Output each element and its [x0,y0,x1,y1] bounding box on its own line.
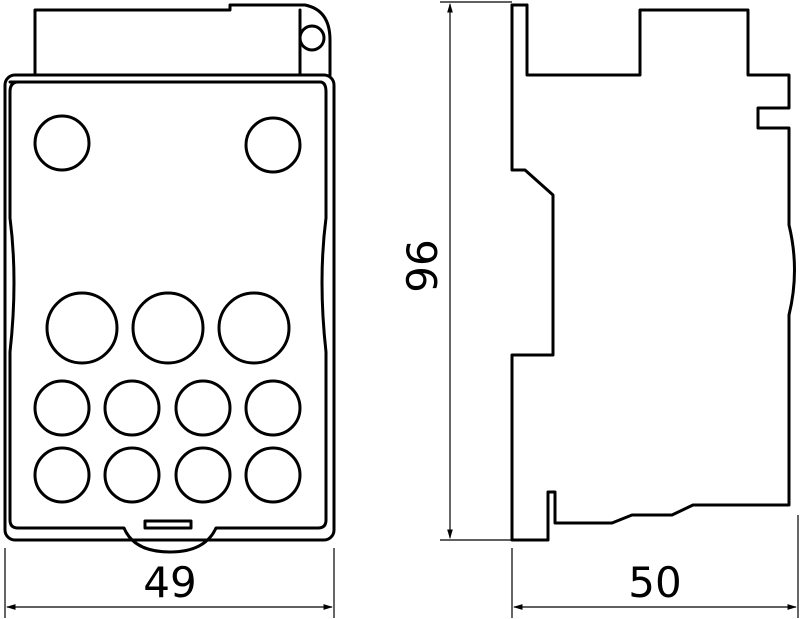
terminal-hole-large [217,291,291,365]
side-profile [510,3,796,542]
depth-label: 50 [628,558,681,607]
width-label: 49 [143,558,196,607]
release-slot [143,519,193,530]
terminal-hole-small [33,446,91,504]
depth-dimension: 50 [511,515,799,618]
terminal-hole-large [131,291,205,365]
terminal-hole-small [103,446,161,504]
mounting-hole-right [244,116,302,174]
outer-body [3,73,336,542]
front-view [3,3,336,554]
top-connector-block [33,3,332,77]
width-dimension: 49 [4,548,335,618]
height-label: 96 [398,239,447,292]
terminal-hole-small [174,379,232,437]
mounting-hole-left [33,114,91,172]
height-dimension: 96 [398,1,512,541]
terminal-hole-small [103,379,161,437]
terminal-hole-small [244,446,302,504]
terminal-hole-small [33,379,91,437]
terminal-hole-large [45,291,119,365]
terminal-hole-small [244,379,302,437]
top-screw [298,24,326,52]
side-view [510,3,796,542]
terminal-hole-small [174,446,232,504]
inner-cover [8,80,328,554]
